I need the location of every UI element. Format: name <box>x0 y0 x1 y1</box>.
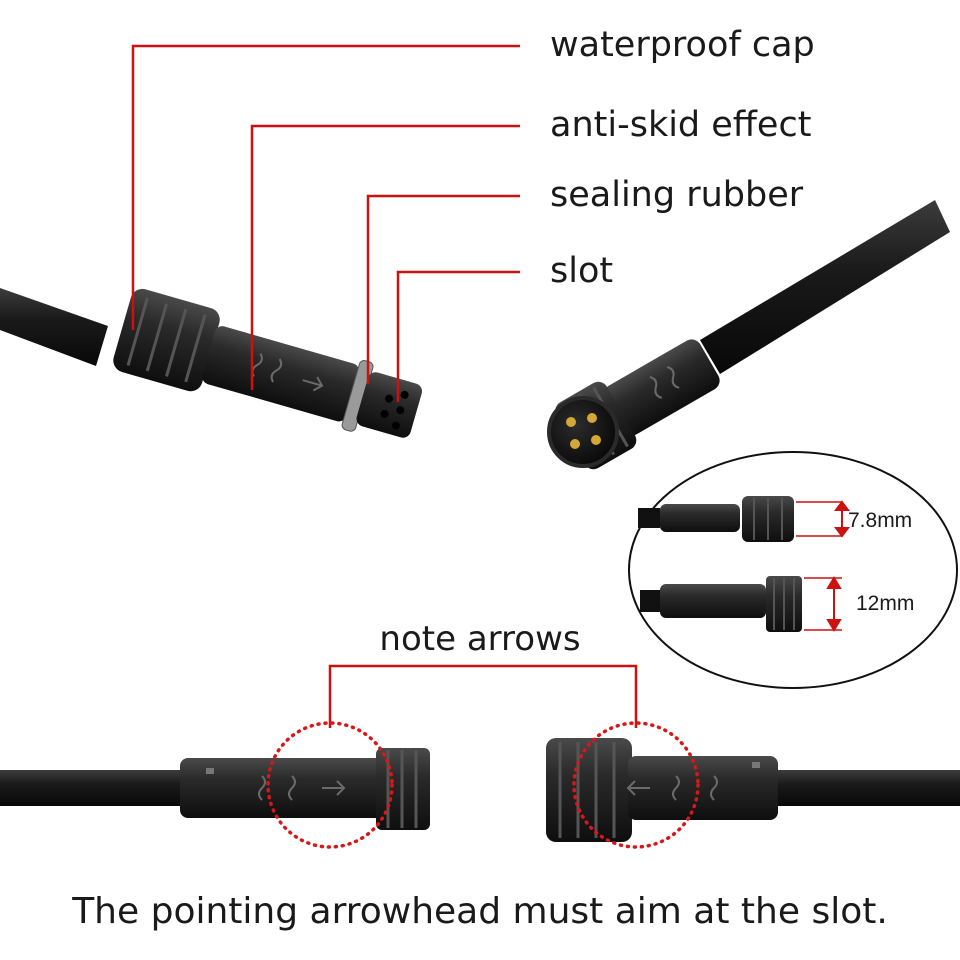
caption: The pointing arrowhead must aim at the s… <box>72 891 888 932</box>
pin-icon <box>566 413 601 449</box>
pin-socket-icon <box>380 390 409 430</box>
highlight-circle-left <box>266 721 394 849</box>
arrow-right-icon <box>302 376 324 392</box>
connector-body <box>180 758 384 818</box>
callout-line-sealing-rubber <box>366 194 520 384</box>
callout-line-anti-skid <box>250 124 520 390</box>
connector-tip <box>356 372 423 438</box>
connector-body <box>628 756 778 820</box>
dimension-inset: 7.8mm 12mm <box>628 451 958 689</box>
dimension-label-small: 7.8mm <box>848 509 912 532</box>
callout-label-anti-skid: anti-skid effect <box>550 105 812 145</box>
waterproof-cap <box>113 288 220 392</box>
cable-left <box>0 288 108 366</box>
anti-skid-mark-icon <box>258 775 296 801</box>
connector-body <box>603 339 720 436</box>
male-connector-bottom <box>0 748 430 830</box>
highlight-circle-right <box>572 721 700 849</box>
dimension-arrow-icon <box>826 576 842 632</box>
callout-label-sealing-rubber: sealing rubber <box>550 175 804 215</box>
callout-lines <box>131 44 520 402</box>
female-connector-bottom <box>546 738 960 842</box>
callout-label-waterproof-cap: waterproof cap <box>550 25 815 65</box>
note-arrows-bracket <box>328 664 638 728</box>
connector-face <box>547 396 619 468</box>
anti-skid-mark-icon <box>672 775 718 801</box>
anti-skid-mark-icon <box>649 366 680 399</box>
note-arrows-label: note arrows <box>379 619 581 659</box>
dimension-label-large: 12mm <box>856 592 914 615</box>
callout-line-slot <box>396 270 520 402</box>
arrow-right-icon <box>322 780 346 796</box>
cable-bottom-left <box>0 770 184 806</box>
cable-right <box>700 200 950 374</box>
inset-connector-small <box>660 504 740 532</box>
inset-connector-large <box>660 584 766 618</box>
callout-label-slot: slot <box>550 251 614 291</box>
cable-bottom-right <box>776 770 960 806</box>
waterproof-cap <box>546 738 632 842</box>
arrow-left-icon <box>626 780 650 796</box>
dimension-arrow-icon <box>834 500 850 538</box>
callout-line-waterproof-cap <box>131 44 520 330</box>
male-connector-top <box>547 200 950 470</box>
female-connector-top <box>0 288 423 438</box>
connector-body <box>202 326 360 422</box>
